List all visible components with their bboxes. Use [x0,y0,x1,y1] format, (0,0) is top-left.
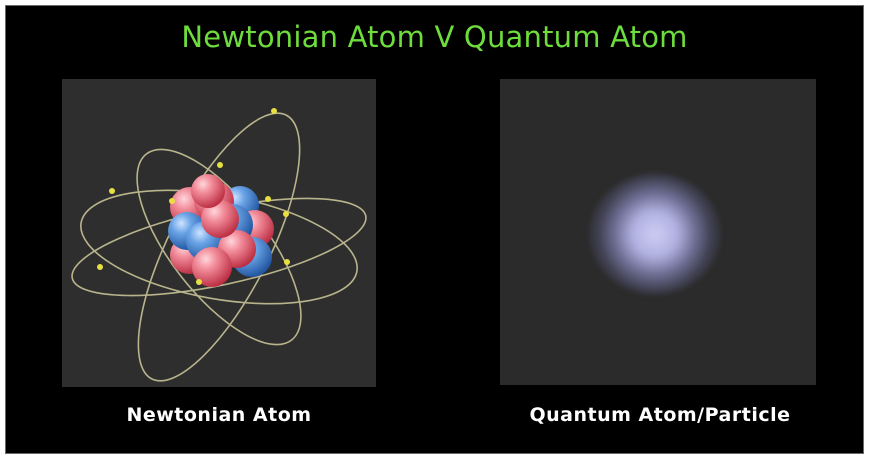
electron [169,198,175,204]
electron [196,279,202,285]
slide: Newtonian Atom V Quantum Atom [5,5,864,454]
newtonian-atom-caption: Newtonian Atom [62,404,376,426]
newtonian-atom-panel [62,79,376,387]
electron [284,259,290,265]
atom-illustration [62,79,376,387]
quantum-atom-caption: Quantum Atom/Particle [490,404,830,426]
electron [265,196,271,202]
electron [217,162,223,168]
proton [191,174,225,208]
electron [283,211,289,217]
electron [271,108,277,114]
quantum-atom-panel [500,79,816,385]
slide-title: Newtonian Atom V Quantum Atom [6,20,863,54]
electron [97,264,103,270]
nucleus [168,174,274,287]
electron [109,188,115,194]
electron-probability-cloud-icon [590,174,720,294]
